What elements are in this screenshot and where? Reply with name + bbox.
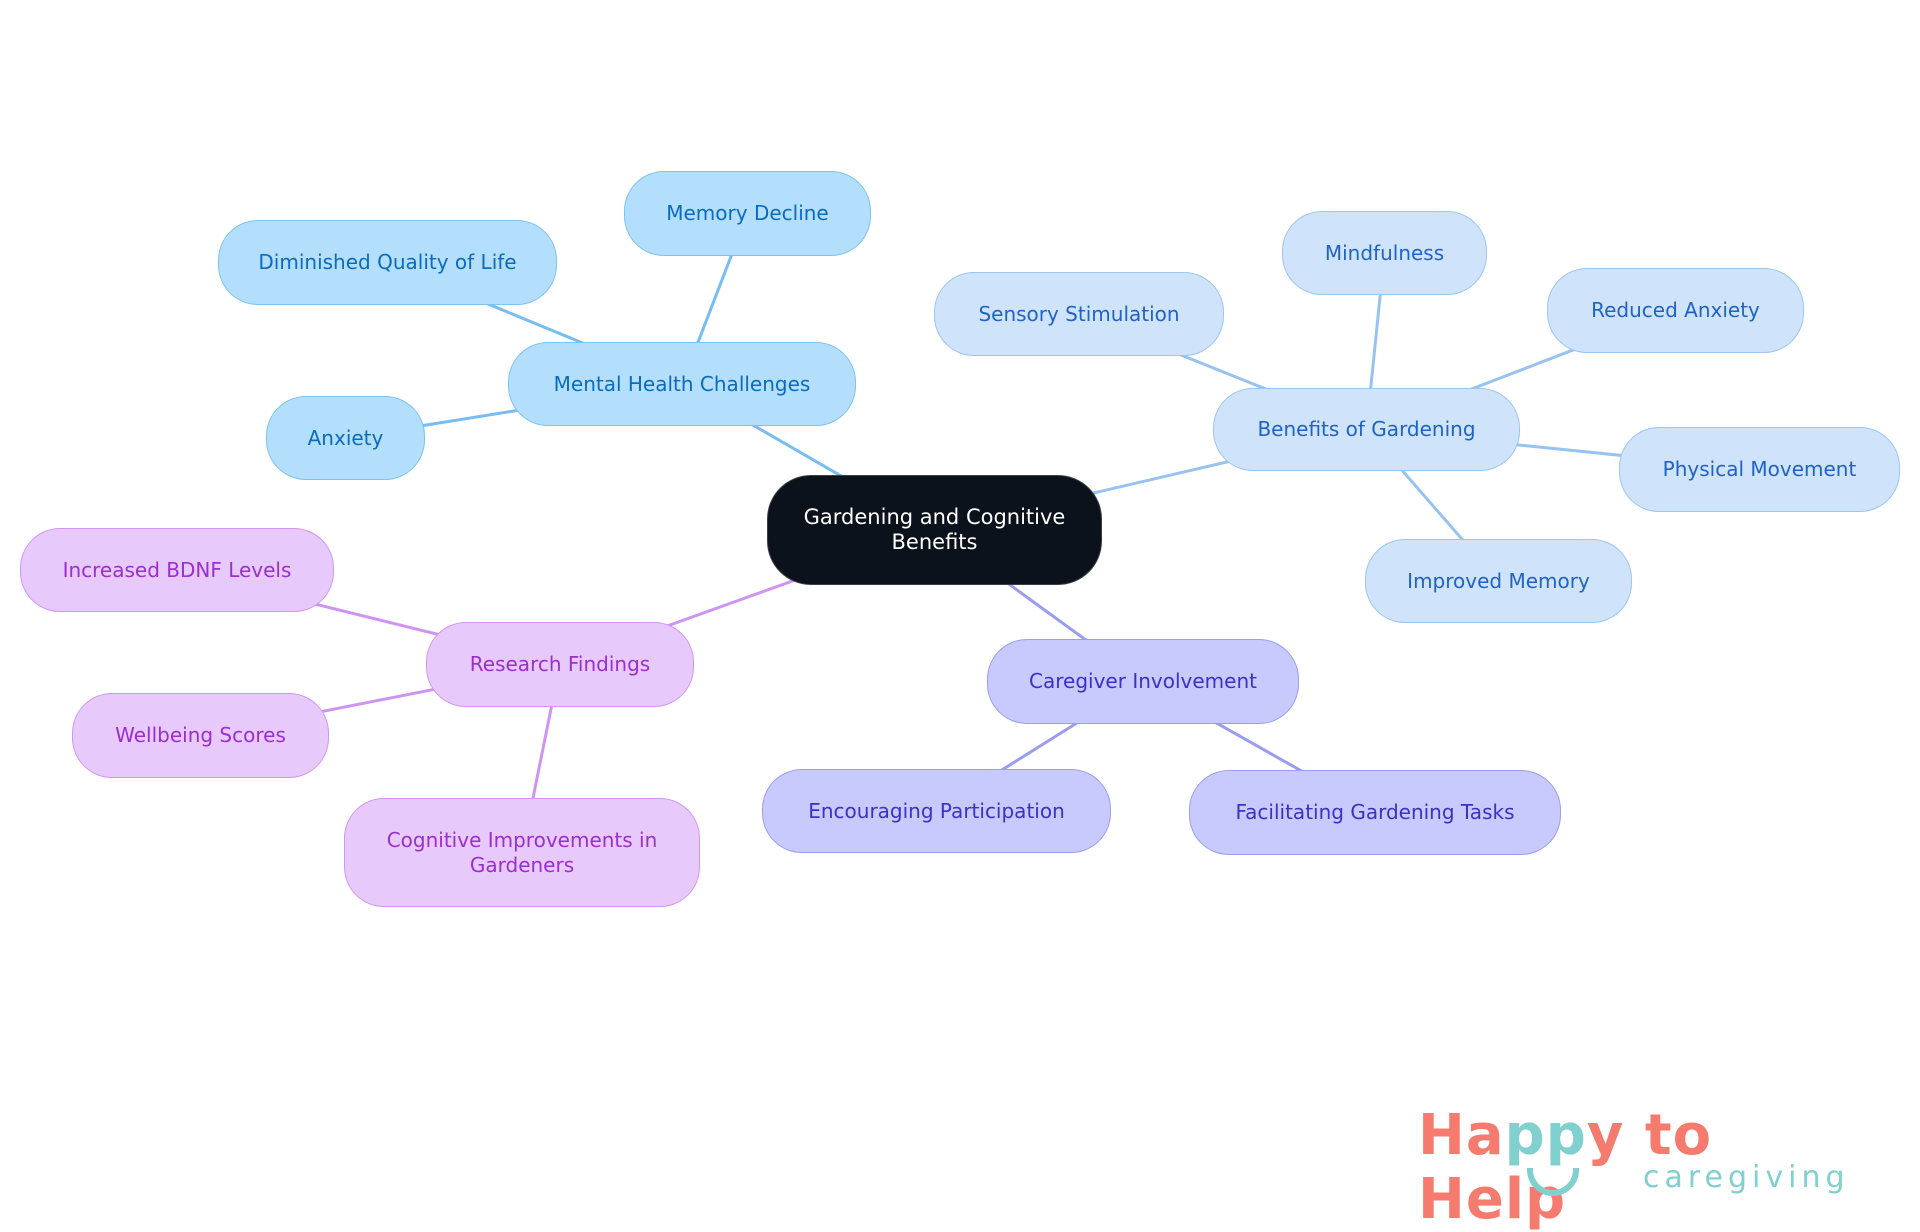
node-anxiety[interactable]: Anxiety [266, 396, 425, 480]
node-bdnf[interactable]: Increased BDNF Levels [20, 528, 334, 612]
node-label: Physical Movement [1662, 457, 1857, 481]
node-reduced[interactable]: Reduced Anxiety [1547, 268, 1804, 353]
node-memdecline[interactable]: Memory Decline [624, 171, 871, 256]
happy-to-help-logo: Happy to Help caregiving [1418, 1103, 1850, 1232]
node-label: Research Findings [469, 652, 651, 676]
node-label: Gardening and Cognitive Benefits [803, 505, 1066, 554]
node-physical[interactable]: Physical Movement [1619, 427, 1900, 512]
node-facilitating[interactable]: Facilitating Gardening Tasks [1189, 770, 1561, 855]
node-research[interactable]: Research Findings [426, 622, 694, 707]
node-label: Reduced Anxiety [1591, 298, 1760, 322]
node-label: Benefits of Gardening [1257, 417, 1476, 441]
node-encouraging[interactable]: Encouraging Participation [762, 769, 1111, 853]
node-mental[interactable]: Mental Health Challenges [508, 342, 856, 426]
smile-icon [1527, 1168, 1579, 1196]
node-label: Caregiver Involvement [1029, 669, 1257, 693]
node-label: Increased BDNF Levels [62, 557, 292, 582]
node-wellbeing[interactable]: Wellbeing Scores [72, 693, 329, 778]
node-sensory[interactable]: Sensory Stimulation [934, 272, 1224, 356]
node-caregiver[interactable]: Caregiver Involvement [987, 639, 1299, 724]
node-label: Facilitating Gardening Tasks [1235, 800, 1515, 824]
node-label: Anxiety [307, 425, 384, 450]
node-improved[interactable]: Improved Memory [1365, 539, 1632, 623]
node-label: Mental Health Challenges [553, 371, 811, 396]
node-root[interactable]: Gardening and Cognitive Benefits [767, 475, 1102, 585]
node-label: Improved Memory [1407, 568, 1590, 593]
node-diminished[interactable]: Diminished Quality of Life [218, 220, 557, 305]
node-label: Mindfulness [1324, 240, 1445, 265]
node-label: Sensory Stimulation [978, 301, 1180, 326]
node-label: Diminished Quality of Life [258, 250, 517, 274]
node-benefits[interactable]: Benefits of Gardening [1213, 388, 1520, 471]
node-label: Cognitive Improvements in Gardeners [386, 827, 658, 877]
node-label: Wellbeing Scores [115, 723, 286, 747]
node-label: Memory Decline [666, 201, 829, 225]
node-label: Encouraging Participation [808, 798, 1065, 823]
node-mindful[interactable]: Mindfulness [1282, 211, 1487, 295]
node-cogimp[interactable]: Cognitive Improvements in Gardeners [344, 798, 700, 907]
